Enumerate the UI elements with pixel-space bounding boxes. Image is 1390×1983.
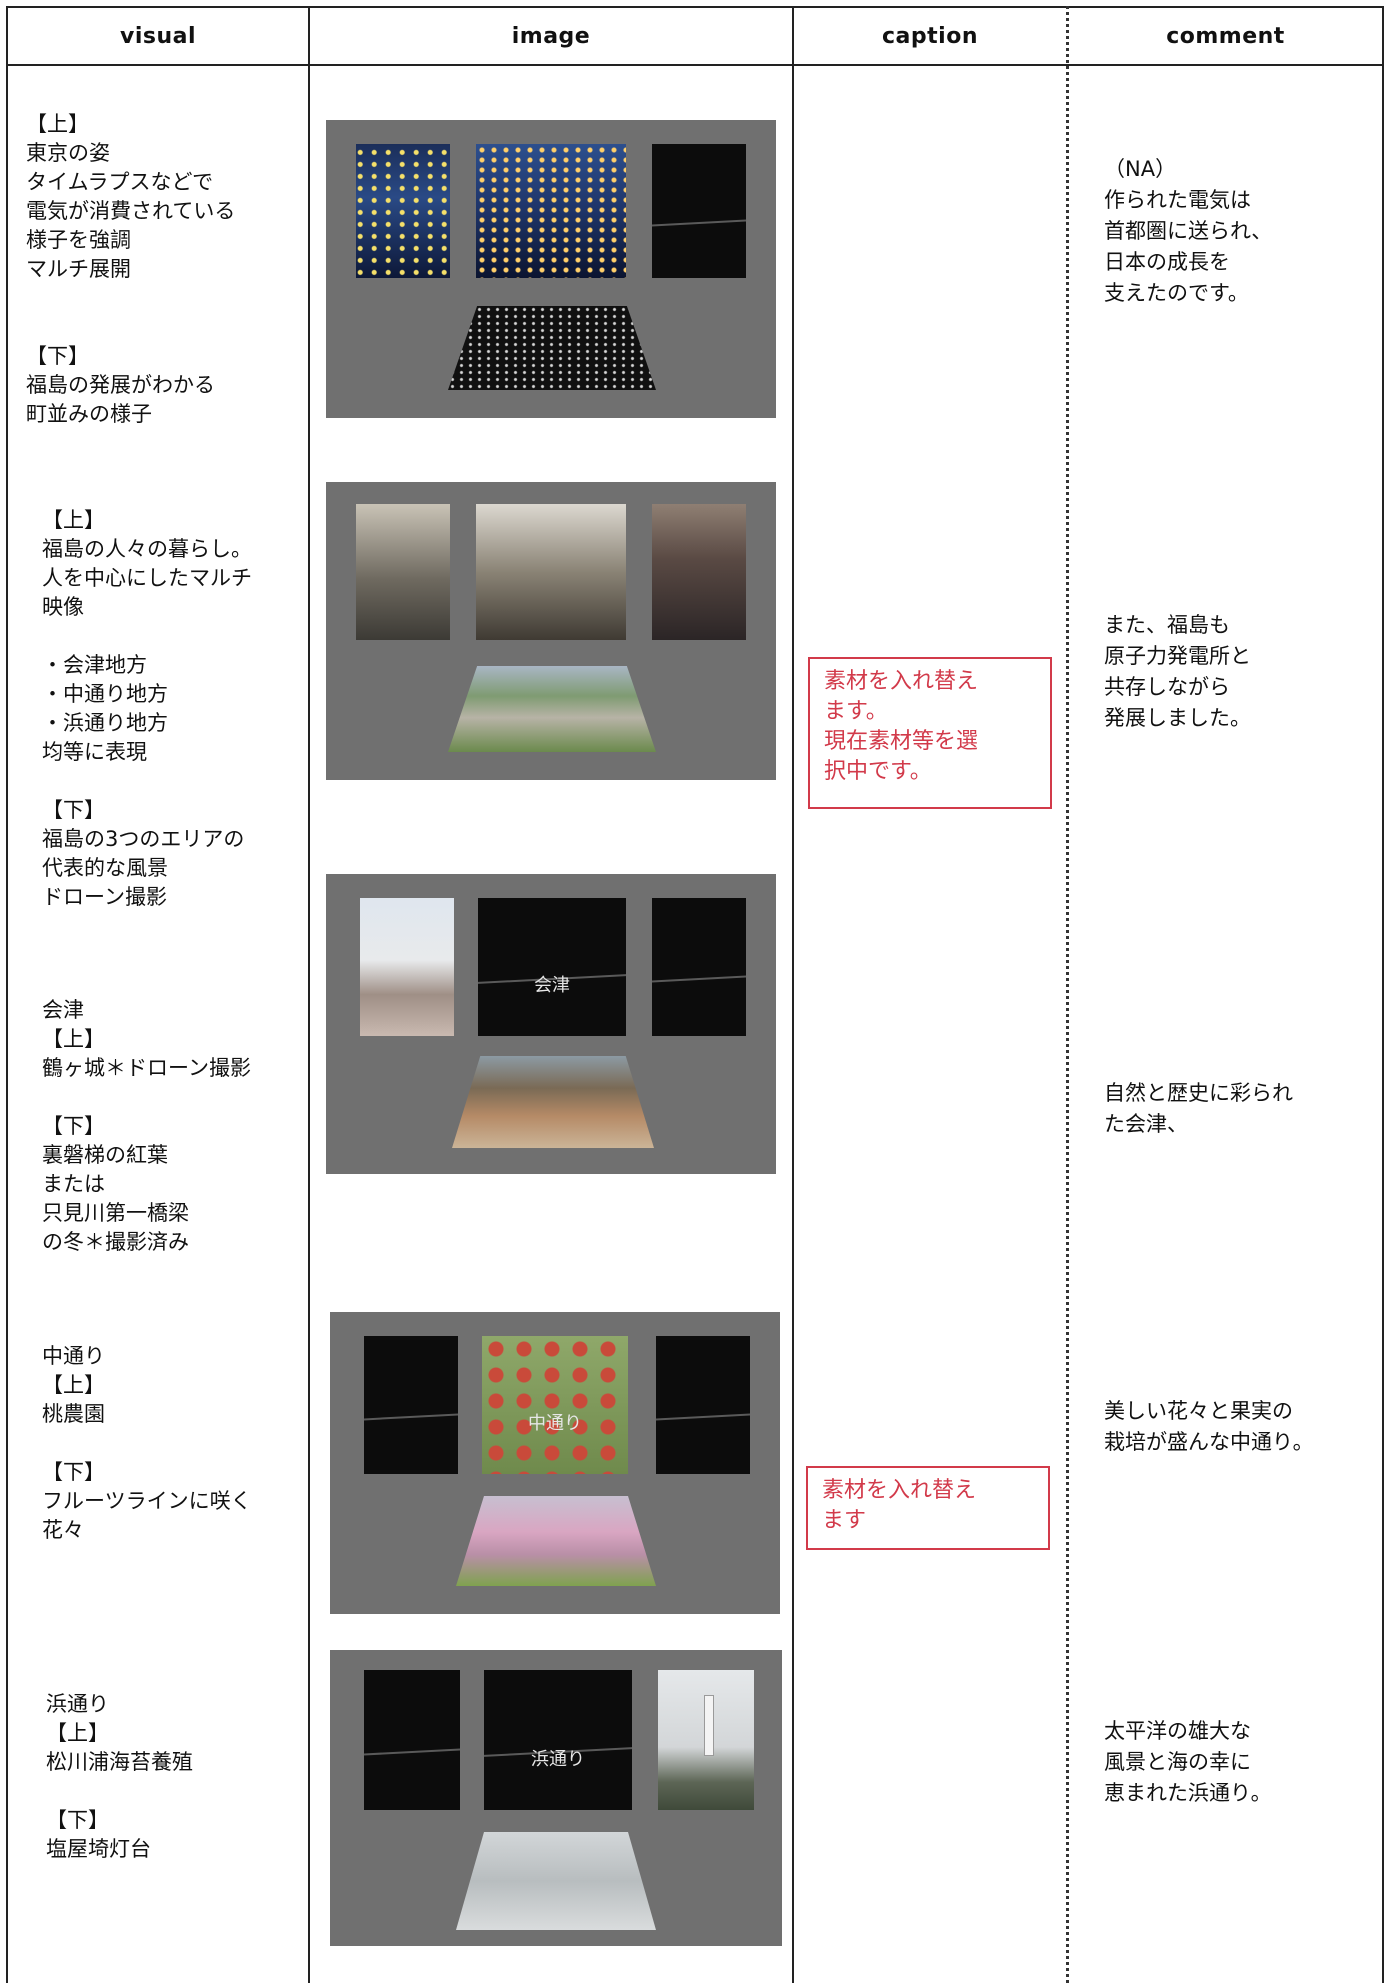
night-town-ground [448,306,656,390]
slide-thumbnail [326,120,776,418]
visual-text-row-2: 【上】 福島の人々の暮らし。 人を中心にしたマルチ 映像 ・会津地方 ・中通り地… [42,508,252,909]
slide-thumbnail: 浜通り [330,1650,782,1946]
header-caption: caption [882,23,978,49]
header-comment: comment [1166,23,1285,49]
column-divider [308,6,310,1983]
black-screen [652,898,746,1036]
caption-note: 素材を入れ替え ます [806,1466,1050,1550]
slide-thumbnail [326,482,776,780]
black-screen [364,1670,460,1810]
comment-text-row-5: 太平洋の雄大な 風景と海の幸に 恵まれた浜通り。 [1104,1719,1272,1805]
header-image: image [511,23,591,49]
region-label: 会津 [534,975,570,997]
city-night-photo [356,144,450,278]
region-label: 中通り [528,1413,582,1435]
tokyo-tower-photo [476,144,626,278]
header-visual: visual [119,23,197,49]
aerial-ground [448,666,656,752]
people-photo-right [652,504,746,640]
blossom-ground [456,1496,656,1586]
autumn-ground [452,1056,654,1148]
people-photo-left [356,504,450,640]
column-divider [792,6,794,1983]
slide-thumbnail: 会津 [326,874,776,1174]
black-screen [652,144,746,278]
sea-ground [456,1832,656,1930]
visual-text-row-5: 浜通り 【上】 松川浦海苔養殖 【下】 塩屋埼灯台 [46,1692,193,1861]
visual-text-row-3: 会津 【上】 鶴ヶ城＊ドローン撮影 【下】 裏磐梯の紅葉 または 只見川第一橋梁… [42,998,251,1254]
caption-note: 素材を入れ替え ます。 現在素材等を選 択中です。 [808,657,1052,809]
lighthouse-photo [658,1670,754,1810]
black-screen-labeled: 浜通り [484,1670,632,1810]
region-label: 浜通り [531,1748,585,1770]
comment-text-row-1: （NA） 作られた電気は 首都圏に送られ、 日本の成長を 支えたのです。 [1104,157,1273,305]
apple-orchard-photo: 中通り [482,1336,628,1474]
comment-text-row-3: 自然と歴史に彩られ た会津、 [1104,1081,1293,1136]
people-photo-center [476,504,626,640]
comment-text-row-2: また、福島も 原子力発電所と 共存しながら 発展しました。 [1104,613,1251,730]
black-screen [364,1336,458,1474]
visual-text-row-1: 【上】 東京の姿 タイムラプスなどで 電気が消費されている 様子を強調 マルチ展… [26,112,236,426]
black-screen-labeled: 会津 [478,898,626,1036]
castle-photo [360,898,454,1036]
black-screen [656,1336,750,1474]
column-divider-dotted [1066,6,1069,1983]
storyboard-table [6,6,1384,1983]
slide-thumbnail: 中通り [330,1312,780,1614]
header-divider [6,64,1384,66]
comment-text-row-4: 美しい花々と果実の 栽培が盛んな中通り。 [1104,1399,1314,1454]
visual-text-row-4: 中通り 【上】 桃農園 【下】 フルーツラインに咲く 花々 [42,1344,252,1542]
